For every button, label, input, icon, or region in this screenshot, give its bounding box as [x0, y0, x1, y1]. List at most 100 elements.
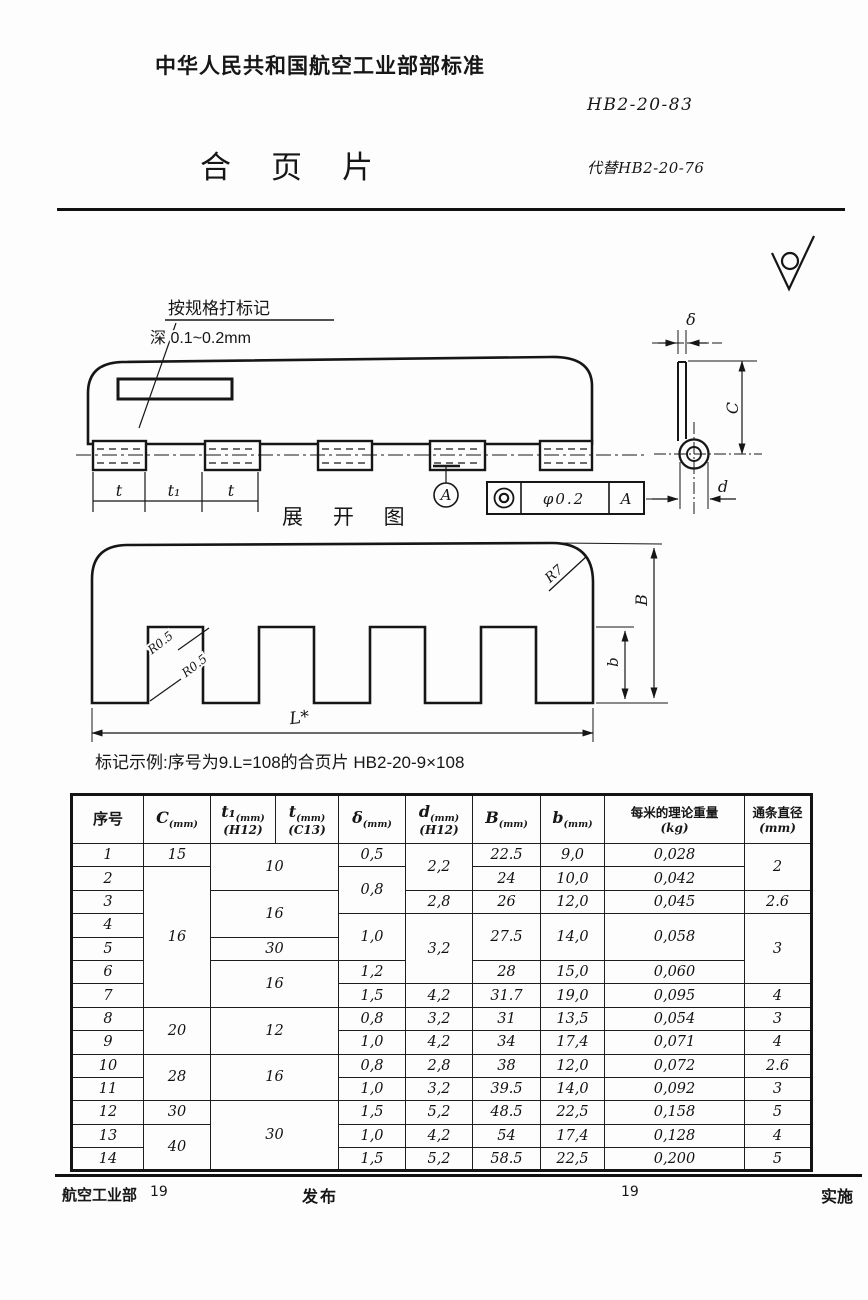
table-cell: 34 [472, 1030, 541, 1055]
datum-flag [433, 464, 460, 508]
table-cell: 7 [71, 983, 144, 1008]
table-cell: 22,5 [540, 1147, 605, 1172]
tolerance-datum: A [619, 490, 632, 508]
surface-finish-icon [771, 235, 815, 292]
table-cell: 0,5 [338, 842, 406, 868]
table-cell: 6 [71, 959, 144, 985]
table-cell: 5 [71, 936, 144, 961]
table-cell: 1,5 [338, 1147, 406, 1172]
table-cell: 26 [472, 889, 541, 915]
hinge-face-view [76, 319, 676, 515]
dim-label-d: d [718, 477, 728, 496]
table-cell: 0,028 [604, 842, 745, 868]
dim-label-R7: R7 [541, 562, 567, 587]
table-cell: 8 [71, 1006, 144, 1032]
table-cell: 2.6 [744, 1053, 812, 1078]
table-cell: 3,2 [405, 913, 473, 985]
column-header: δ(mm) [338, 794, 406, 844]
table-cell: 2,8 [405, 1053, 473, 1078]
table-cell: 30 [210, 936, 339, 961]
dim-label-R05-b: R0.5 [178, 652, 210, 681]
table-cell: 31 [472, 1006, 541, 1032]
table-cell: 58.5 [472, 1147, 541, 1172]
table-cell: 4 [744, 983, 812, 1008]
table-cell: 17,4 [540, 1030, 605, 1055]
footer-publish-label: 发布 [302, 1189, 339, 1206]
table-cell: 1 [71, 842, 144, 868]
note-leader-line [138, 322, 177, 429]
table-cell: 12 [71, 1100, 144, 1125]
table-cell: 24 [472, 866, 541, 891]
table-cell: 0,158 [604, 1100, 745, 1125]
datum-label: A [439, 486, 452, 504]
table-cell: 22.5 [472, 842, 541, 868]
dim-label-t1: t₁ [168, 481, 181, 500]
table-cell: 20 [143, 1006, 211, 1055]
marking-area [116, 377, 234, 401]
marking-note-line1: 按规格打标记 [168, 299, 270, 318]
table-cell: 30 [143, 1100, 211, 1125]
table-cell: 5 [744, 1100, 812, 1125]
tolerance-frame [486, 481, 676, 515]
document-title: 合页片 [200, 150, 413, 185]
unfolded-view-title: 展 开 图 [282, 506, 417, 529]
table-cell: 1,5 [338, 983, 406, 1008]
table-cell: 0,071 [604, 1030, 745, 1055]
column-header: 每米的理论重量(kg) [604, 794, 745, 844]
table-cell: 5 [744, 1147, 812, 1172]
datum-circle-icon [433, 482, 459, 508]
tolerance-value: φ0.2 [543, 490, 585, 508]
column-header: 通条直径(mm) [744, 794, 812, 844]
table-cell: 3 [744, 1006, 812, 1032]
table-cell: 1,0 [338, 1030, 406, 1055]
table-cell: 16 [210, 959, 339, 1008]
table-cell: 0,054 [604, 1006, 745, 1032]
table-cell: 3 [744, 1076, 812, 1102]
table-cell: 39.5 [472, 1076, 541, 1102]
table-cell: 0,042 [604, 866, 745, 891]
table-cell: 3 [744, 913, 812, 985]
table-cell: 10 [210, 843, 339, 891]
table-cell: 12,0 [540, 1053, 605, 1078]
table-cell: 30 [210, 1100, 339, 1172]
concentricity-icon [493, 487, 515, 509]
table-cell: 1,0 [338, 1123, 406, 1149]
table-cell: 5,2 [405, 1147, 473, 1172]
table-cell: 10,0 [540, 866, 605, 891]
table-cell: 54 [472, 1123, 541, 1149]
table-cell: 14 [71, 1147, 144, 1172]
marking-note-line2: 深 0.1~0.2mm [150, 329, 251, 347]
table-cell: 27.5 [472, 913, 541, 961]
column-header: B(mm) [472, 794, 541, 844]
table-cell: 0,8 [338, 1006, 406, 1032]
technical-drawing: 按规格打标记 深 0.1~0.2mm t t₁ t A φ0.2 A δ C d… [76, 235, 815, 742]
table-cell: 0,060 [604, 959, 745, 985]
table-cell: 12 [210, 1006, 339, 1055]
standard-code: HB2-20-83 [587, 95, 694, 115]
footer-issuer: 航空工业部 [62, 1187, 138, 1204]
r05-leader-line [177, 627, 210, 651]
table-cell: 16 [210, 889, 339, 938]
table-cell: 28 [143, 1053, 211, 1102]
r7-leader-line [548, 555, 588, 592]
table-row: 5 30 [71, 936, 812, 961]
table-cell: 3,2 [405, 1006, 473, 1032]
table-cell: 2.6 [744, 889, 812, 915]
standard-org-title: 中华人民共和国航空工业部部标准 [155, 55, 485, 78]
table-cell: 11 [71, 1076, 144, 1102]
column-header: 序号 [71, 794, 144, 844]
table-cell: 0,200 [604, 1147, 745, 1172]
table-cell: 0,8 [338, 1053, 406, 1078]
table-cell: 0,072 [604, 1053, 745, 1078]
table-cell: 4,2 [405, 1123, 473, 1149]
table-cell: 2 [744, 843, 812, 891]
footer-issue-year: 19 [150, 1184, 168, 1200]
